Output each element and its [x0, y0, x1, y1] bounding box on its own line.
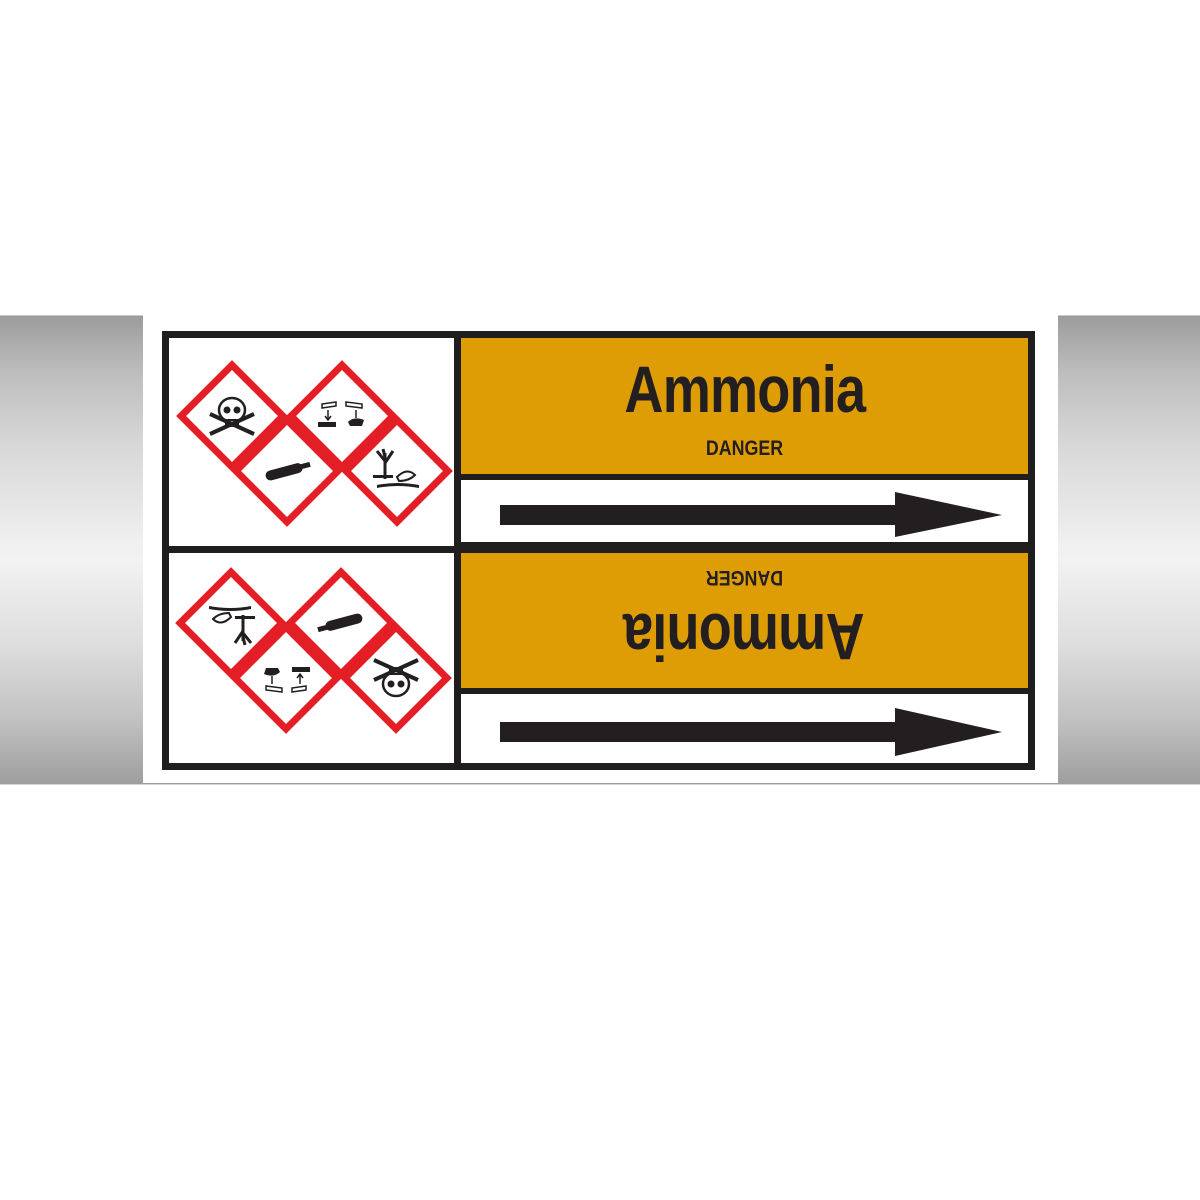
name-band-bottom: Ammonia DANGER — [461, 553, 1028, 688]
ghs-pictograms-bottom — [169, 553, 454, 763]
substance-name-top: Ammonia — [624, 352, 866, 426]
signal-word-bottom: DANGER — [705, 566, 784, 589]
ghs-panel-bottom — [169, 553, 454, 763]
name-band-top: Ammonia DANGER — [461, 338, 1028, 474]
substance-name-bottom: Ammonia — [624, 600, 865, 674]
ghs-pictograms-top — [169, 338, 454, 546]
arrow-band-top — [461, 480, 1028, 542]
flow-arrow-right-icon — [500, 708, 1002, 756]
flow-arrow-right-icon — [500, 492, 1002, 537]
arrow-band-bottom — [461, 694, 1028, 763]
ghs-panel-top — [169, 338, 454, 546]
label-frame: Ammonia DANGER Ammonia DANGER — [162, 331, 1035, 770]
signal-word-top: DANGER — [705, 437, 784, 460]
